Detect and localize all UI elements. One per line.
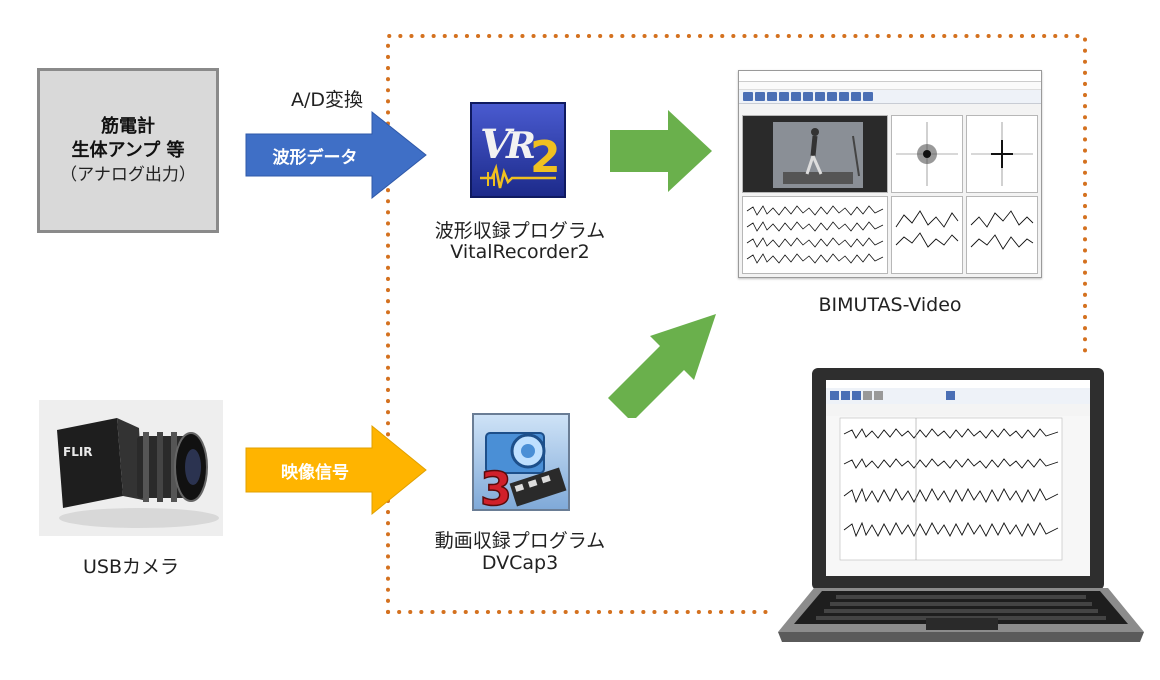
emg-amplifier-box: 筋電計 生体アンプ 等 （アナログ出力） (37, 68, 219, 233)
svg-text:R: R (505, 125, 536, 167)
ad-conversion-label: A/D変換 (290, 89, 364, 111)
bimutas-scatter-panel-2 (966, 115, 1038, 193)
dvcap3-caption-line2: DVCap3 (481, 552, 559, 574)
video-signal-arrow-label: 映像信号 (281, 463, 349, 483)
vitalrecorder2-icon[interactable]: V R 2 (470, 102, 566, 198)
vr2-caption-line1: 波形収録プログラム (434, 220, 606, 242)
bimutas-menubar (739, 82, 1041, 90)
video-signal-arrow (245, 424, 427, 516)
bimutas-video-window[interactable] (738, 70, 1042, 278)
vr2-caption-line2: VitalRecorder2 (450, 241, 590, 263)
dvcap3-caption-line1: 動画収録プログラム (434, 530, 606, 552)
vr2-to-bimutas-arrow (610, 110, 712, 192)
dvcap-to-bimutas-arrow (608, 314, 716, 418)
waveform-arrow-label: 波形データ (272, 148, 358, 168)
bimutas-scatter-panel-1 (891, 115, 963, 193)
usb-camera-caption: USBカメラ (82, 556, 179, 578)
laptop-keyboard-base (778, 588, 1144, 642)
waveform-arrow (245, 110, 427, 200)
source-line2: 生体アンプ 等 (71, 139, 185, 161)
svg-text:V: V (480, 121, 515, 168)
source-line3: （アナログ出力） (60, 164, 196, 185)
bimutas-titlebar (739, 71, 1041, 82)
bimutas-video-panel (742, 115, 888, 193)
bimutas-line-panel-1 (891, 196, 963, 274)
svg-text:2: 2 (530, 132, 561, 183)
bimutas-video-caption: BIMUTAS-Video (818, 294, 962, 316)
bimutas-line-panel-2 (966, 196, 1038, 274)
source-line1: 筋電計 (101, 115, 155, 137)
usb-camera-photo: FLIR (39, 400, 223, 536)
dvcap3-icon[interactable]: 3 (472, 413, 570, 517)
dvcap3-icon-number: 3 (480, 462, 512, 511)
laptop-screen (826, 380, 1090, 576)
camera-brand-text: FLIR (63, 445, 93, 459)
bimutas-toolbar (739, 90, 1041, 104)
bimutas-waveform-panel (742, 196, 888, 274)
